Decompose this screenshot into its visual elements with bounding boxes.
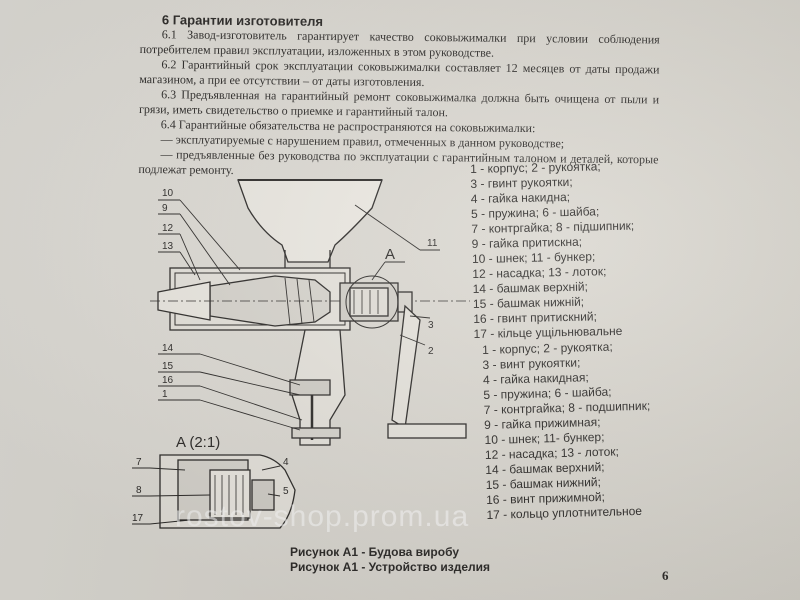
part-label-13: 13	[162, 241, 174, 252]
auger	[209, 275, 331, 327]
legend-ukrainian: 1 - корпус; 2 - рукоятка; 3 - гвинт руко…	[470, 159, 637, 342]
part-label-10: 10	[162, 188, 174, 199]
watermark: rostov-shop.prom.ua	[175, 500, 470, 533]
part-label-4: 4	[283, 457, 289, 468]
figure-caption-ukrainian: Рисунок А1 - Будова виробу	[290, 545, 460, 559]
figure-caption-russian: Рисунок А1 - Устройство изделия	[290, 560, 491, 574]
part-label-8: 8	[136, 485, 142, 496]
part-label-11: 11	[427, 238, 438, 249]
part-label-16: 16	[162, 375, 174, 386]
section-marker-a: A	[385, 246, 395, 263]
legend-russian: 1 - корпус; 2 - рукоятка; 3 - винт рукоя…	[482, 339, 653, 523]
part-label-5: 5	[283, 486, 289, 497]
part-label-2: 2	[428, 346, 434, 357]
nozzle	[157, 281, 211, 321]
part-label-14: 14	[162, 343, 174, 354]
part-label-15: 15	[162, 361, 174, 372]
part-label-7: 7	[136, 457, 142, 468]
detail-title: A (2:1)	[176, 434, 220, 451]
part-label-3: 3	[428, 320, 434, 331]
part-label-17: 17	[132, 513, 144, 524]
part-label-1: 1	[162, 389, 168, 400]
crank-handle	[391, 304, 421, 430]
part-label-9: 9	[162, 203, 168, 214]
page-number: 6	[662, 568, 669, 583]
part-label-12: 12	[162, 223, 174, 234]
hopper	[237, 179, 383, 263]
